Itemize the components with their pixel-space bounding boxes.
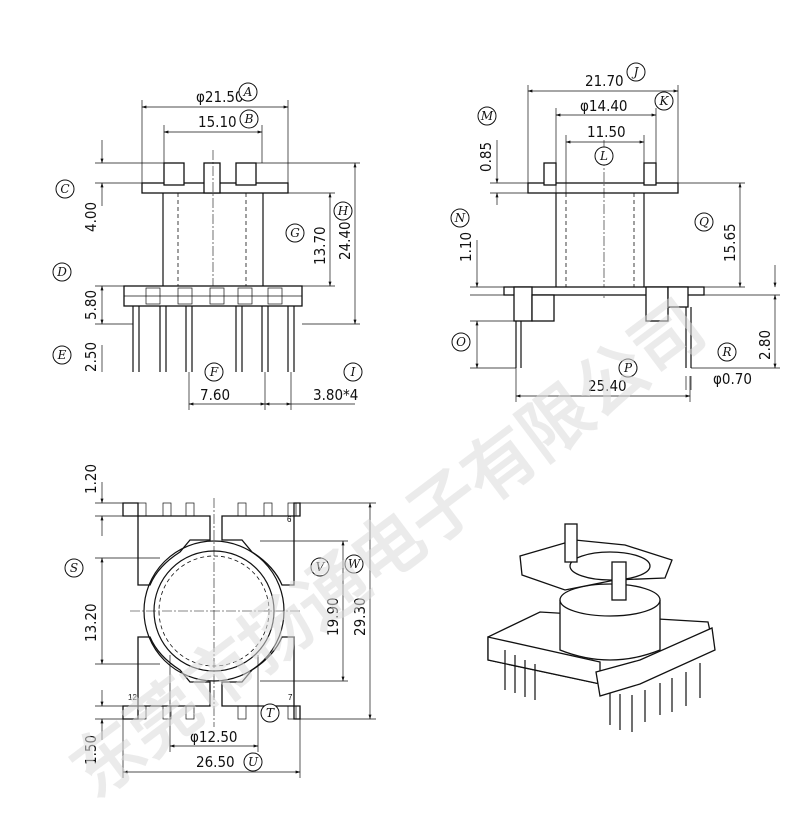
- dim-top: 1.20: [82, 464, 100, 494]
- pin-mark-12: 12: [128, 693, 137, 702]
- dim-M: 0.85: [477, 142, 495, 172]
- svg-text:T: T: [266, 706, 275, 720]
- dim-D: 5.80: [82, 290, 100, 320]
- dim-L: 11.50: [587, 123, 626, 141]
- svg-text:S: S: [70, 561, 78, 575]
- svg-text:R: R: [721, 345, 731, 359]
- isometric-view: [487, 523, 716, 732]
- svg-text:L: L: [599, 149, 608, 163]
- dim-P: 25.40: [588, 377, 627, 395]
- dim-bottom: 1.50: [82, 735, 100, 765]
- svg-text:K: K: [659, 94, 670, 108]
- ref-m: M: [477, 106, 497, 126]
- ref-h: H: [333, 201, 353, 221]
- svg-text:G: G: [290, 226, 300, 240]
- ref-n: N: [450, 208, 470, 228]
- bottom-view: 6 12 7 1.20 13.20 1.50 19.90 29.30 φ12: [82, 464, 376, 778]
- dim-R2: 2.80: [756, 330, 774, 360]
- dim-N: 1.10: [457, 232, 475, 262]
- svg-text:P: P: [623, 361, 633, 375]
- svg-text:V: V: [316, 560, 326, 574]
- svg-text:B: B: [244, 112, 254, 126]
- ref-i: I: [343, 362, 363, 382]
- dim-B: 15.10: [198, 113, 237, 131]
- ref-o: O: [451, 332, 471, 352]
- dim-V: 19.90: [324, 597, 342, 636]
- pin-mark-7: 7: [288, 693, 293, 702]
- ref-r: R: [717, 342, 737, 362]
- ref-g: G: [285, 223, 305, 243]
- svg-text:W: W: [348, 557, 362, 571]
- ref-l: L: [594, 146, 614, 166]
- ref-t: T: [260, 703, 280, 723]
- dim-E: 2.50: [82, 342, 100, 372]
- svg-text:C: C: [60, 182, 69, 196]
- ref-j: J: [626, 62, 646, 82]
- dim-T: φ12.50: [190, 728, 238, 746]
- dim-K: φ14.40: [580, 97, 628, 115]
- ref-u: U: [243, 752, 263, 772]
- dim-I: 3.80*4: [313, 386, 358, 404]
- dim-G: 13.70: [311, 226, 329, 265]
- dim-S: 13.20: [82, 603, 100, 642]
- dim-F: 7.60: [200, 386, 230, 404]
- side-view: 21.70 φ14.40 11.50 0.85 1.10 15.65: [457, 72, 780, 402]
- dim-C: 4.00: [82, 202, 100, 232]
- ref-b: B: [239, 109, 259, 129]
- dim-U: 26.50: [196, 753, 235, 771]
- ref-w: W: [344, 554, 364, 574]
- svg-text:E: E: [57, 348, 67, 362]
- ref-d: D: [52, 262, 72, 282]
- ref-v: V: [310, 557, 330, 577]
- dim-W: 29.30: [351, 597, 369, 636]
- svg-text:I: I: [350, 365, 356, 379]
- dim-H: 24.40: [336, 221, 354, 260]
- svg-text:A: A: [243, 85, 253, 99]
- ref-labels: AB C D E F G H I J K L M N O P Q R S T U V W: [52, 62, 737, 772]
- dim-Q: 15.65: [721, 223, 739, 262]
- ref-c: C: [55, 179, 75, 199]
- dim-A: φ21.50: [196, 88, 244, 106]
- svg-text:J: J: [631, 65, 640, 79]
- dim-J: 21.70: [585, 72, 624, 90]
- dim-R: φ0.70: [713, 370, 752, 388]
- ref-s: S: [64, 558, 84, 578]
- svg-text:M: M: [480, 109, 494, 123]
- svg-text:U: U: [248, 755, 259, 769]
- ref-q: Q: [694, 212, 714, 232]
- ref-p: P: [618, 358, 638, 378]
- svg-text:N: N: [454, 211, 466, 225]
- svg-text:H: H: [337, 204, 349, 218]
- svg-text:Q: Q: [699, 215, 709, 229]
- ref-k: K: [654, 91, 674, 111]
- pin-mark-6: 6: [287, 515, 292, 524]
- ref-a: A: [238, 82, 258, 102]
- svg-text:O: O: [456, 335, 466, 349]
- ref-f: F: [204, 362, 224, 382]
- front-view: φ21.50 15.10 4.00 5.80 2.50 13.70 24.40: [82, 88, 360, 410]
- svg-text:D: D: [56, 265, 67, 279]
- svg-text:F: F: [209, 365, 219, 379]
- ref-e: E: [52, 345, 72, 365]
